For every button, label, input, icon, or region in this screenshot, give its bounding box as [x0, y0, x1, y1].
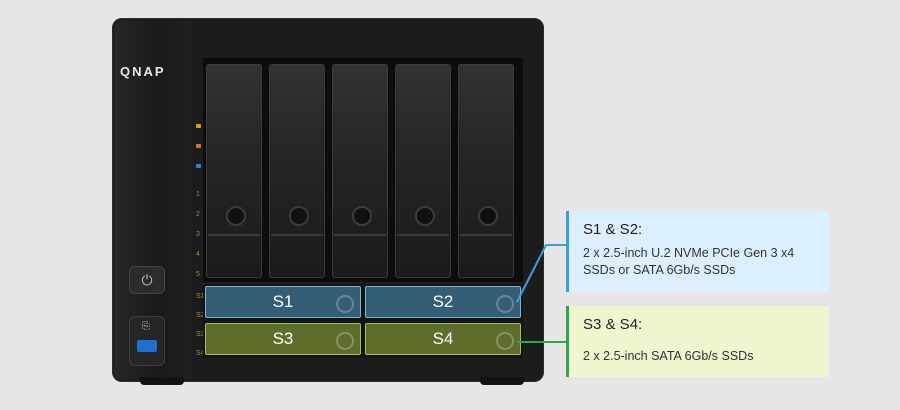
- brand-logo: QNAP: [120, 64, 166, 79]
- one-touch-copy-icon: ⎘: [142, 321, 150, 332]
- ssd-slot-s2[interactable]: S2: [365, 286, 521, 318]
- bay-knob-icon: [352, 206, 372, 226]
- callout-line: SSDs or SATA 6Gb/s SSDs: [583, 263, 736, 277]
- led-label-2: 2: [196, 211, 200, 218]
- led-label-s3: S3: [196, 331, 205, 338]
- led-label-s1: S1: [196, 293, 205, 300]
- latch-icon: [496, 332, 514, 350]
- power-button[interactable]: ⏻: [129, 266, 165, 294]
- drive-bay-3[interactable]: [332, 64, 388, 278]
- ssd-bay-area: S1 S2 S3 S4: [203, 284, 523, 358]
- callout-line: 2 x 2.5-inch U.2 NVMe PCIe Gen 3 x4: [583, 246, 795, 260]
- ssd-slot-s4[interactable]: S4: [365, 323, 521, 355]
- drive-bay-area: [203, 58, 523, 282]
- led-label-s4: S4: [196, 350, 205, 357]
- s1s2-connector-line: [516, 244, 566, 303]
- callout-s1-s2: S1 & S2: 2 x 2.5-inch U.2 NVMe PCIe Gen …: [566, 211, 829, 292]
- led-label-4: 4: [196, 251, 200, 258]
- power-icon: ⏻: [141, 272, 153, 288]
- callout-description: 2 x 2.5-inch U.2 NVMe PCIe Gen 3 x4 SSDs…: [583, 245, 821, 279]
- ssd-label-s3: S3: [272, 329, 294, 348]
- callout-title: S3 & S4:: [583, 316, 643, 333]
- callout-title: S1 & S2:: [583, 221, 643, 238]
- bay-knob-icon: [415, 206, 435, 226]
- latch-icon: [496, 295, 514, 313]
- ssd-label-s4: S4: [432, 329, 454, 348]
- drive-bay-4[interactable]: [395, 64, 451, 278]
- network-led-icon: [196, 144, 201, 148]
- latch-icon: [336, 295, 354, 313]
- drive-bay-1[interactable]: [206, 64, 262, 278]
- drive-bay-2[interactable]: [269, 64, 325, 278]
- ssd-slot-s1[interactable]: S1: [205, 286, 361, 318]
- drive-bay-5[interactable]: [458, 64, 514, 278]
- ssd-slot-s3[interactable]: S3: [205, 323, 361, 355]
- usb-led-icon: [196, 164, 201, 168]
- chassis-foot: [140, 377, 184, 385]
- callout-description: 2 x 2.5-inch SATA 6Gb/s SSDs: [583, 348, 821, 365]
- led-label-s2: S2: [196, 312, 205, 319]
- usb-port: [137, 340, 157, 352]
- led-label-5: 5: [196, 271, 200, 278]
- bay-knob-icon: [478, 206, 498, 226]
- bay-knob-icon: [226, 206, 246, 226]
- bay-knob-icon: [289, 206, 309, 226]
- callout-line: 2 x 2.5-inch SATA 6Gb/s SSDs: [583, 349, 754, 363]
- ssd-label-s1: S1: [272, 292, 294, 311]
- led-label-3: 3: [196, 231, 200, 238]
- callout-s3-s4: S3 & S4: 2 x 2.5-inch SATA 6Gb/s SSDs: [566, 306, 829, 377]
- chassis-foot: [480, 377, 524, 385]
- ssd-label-s2: S2: [432, 292, 454, 311]
- led-label-1: 1: [196, 191, 200, 198]
- status-led-icon: [196, 124, 201, 128]
- latch-icon: [336, 332, 354, 350]
